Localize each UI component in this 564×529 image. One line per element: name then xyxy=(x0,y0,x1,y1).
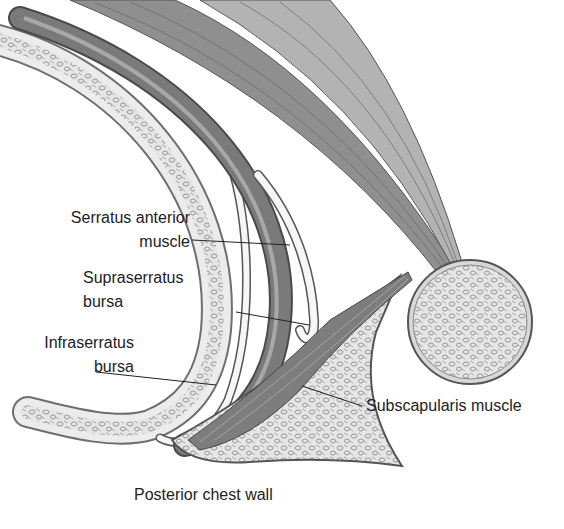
bursa-outline xyxy=(258,175,314,339)
supraserratus-bursa xyxy=(258,175,314,339)
muscle-fiber xyxy=(200,276,405,442)
bursa-label: Supraserratus bursa xyxy=(83,266,203,314)
leader-lines xyxy=(96,240,362,406)
muscle-fiber xyxy=(280,2,458,264)
leader-line xyxy=(192,240,290,245)
bursa-outline xyxy=(160,150,247,442)
muscle-fibers xyxy=(200,276,408,442)
muscle-fiber xyxy=(24,18,277,440)
serratus-muscle xyxy=(20,18,281,445)
bursa-label: Infraserratus bursa xyxy=(16,331,134,379)
leader-line xyxy=(302,386,362,406)
muscle-fiber xyxy=(215,279,408,440)
muscle-label: Subscapularis muscle xyxy=(366,394,562,418)
muscle-label: Serratus anterior muscle xyxy=(50,206,190,254)
region-label: Posterior chest wall xyxy=(134,483,354,507)
serratus-muscle-outline xyxy=(20,18,281,445)
humerus-head xyxy=(413,265,527,379)
infraserratus-bursa xyxy=(160,150,247,442)
subscapularis-muscle xyxy=(188,272,412,450)
humerus-head-outline xyxy=(408,260,532,384)
leader-line xyxy=(236,312,309,325)
